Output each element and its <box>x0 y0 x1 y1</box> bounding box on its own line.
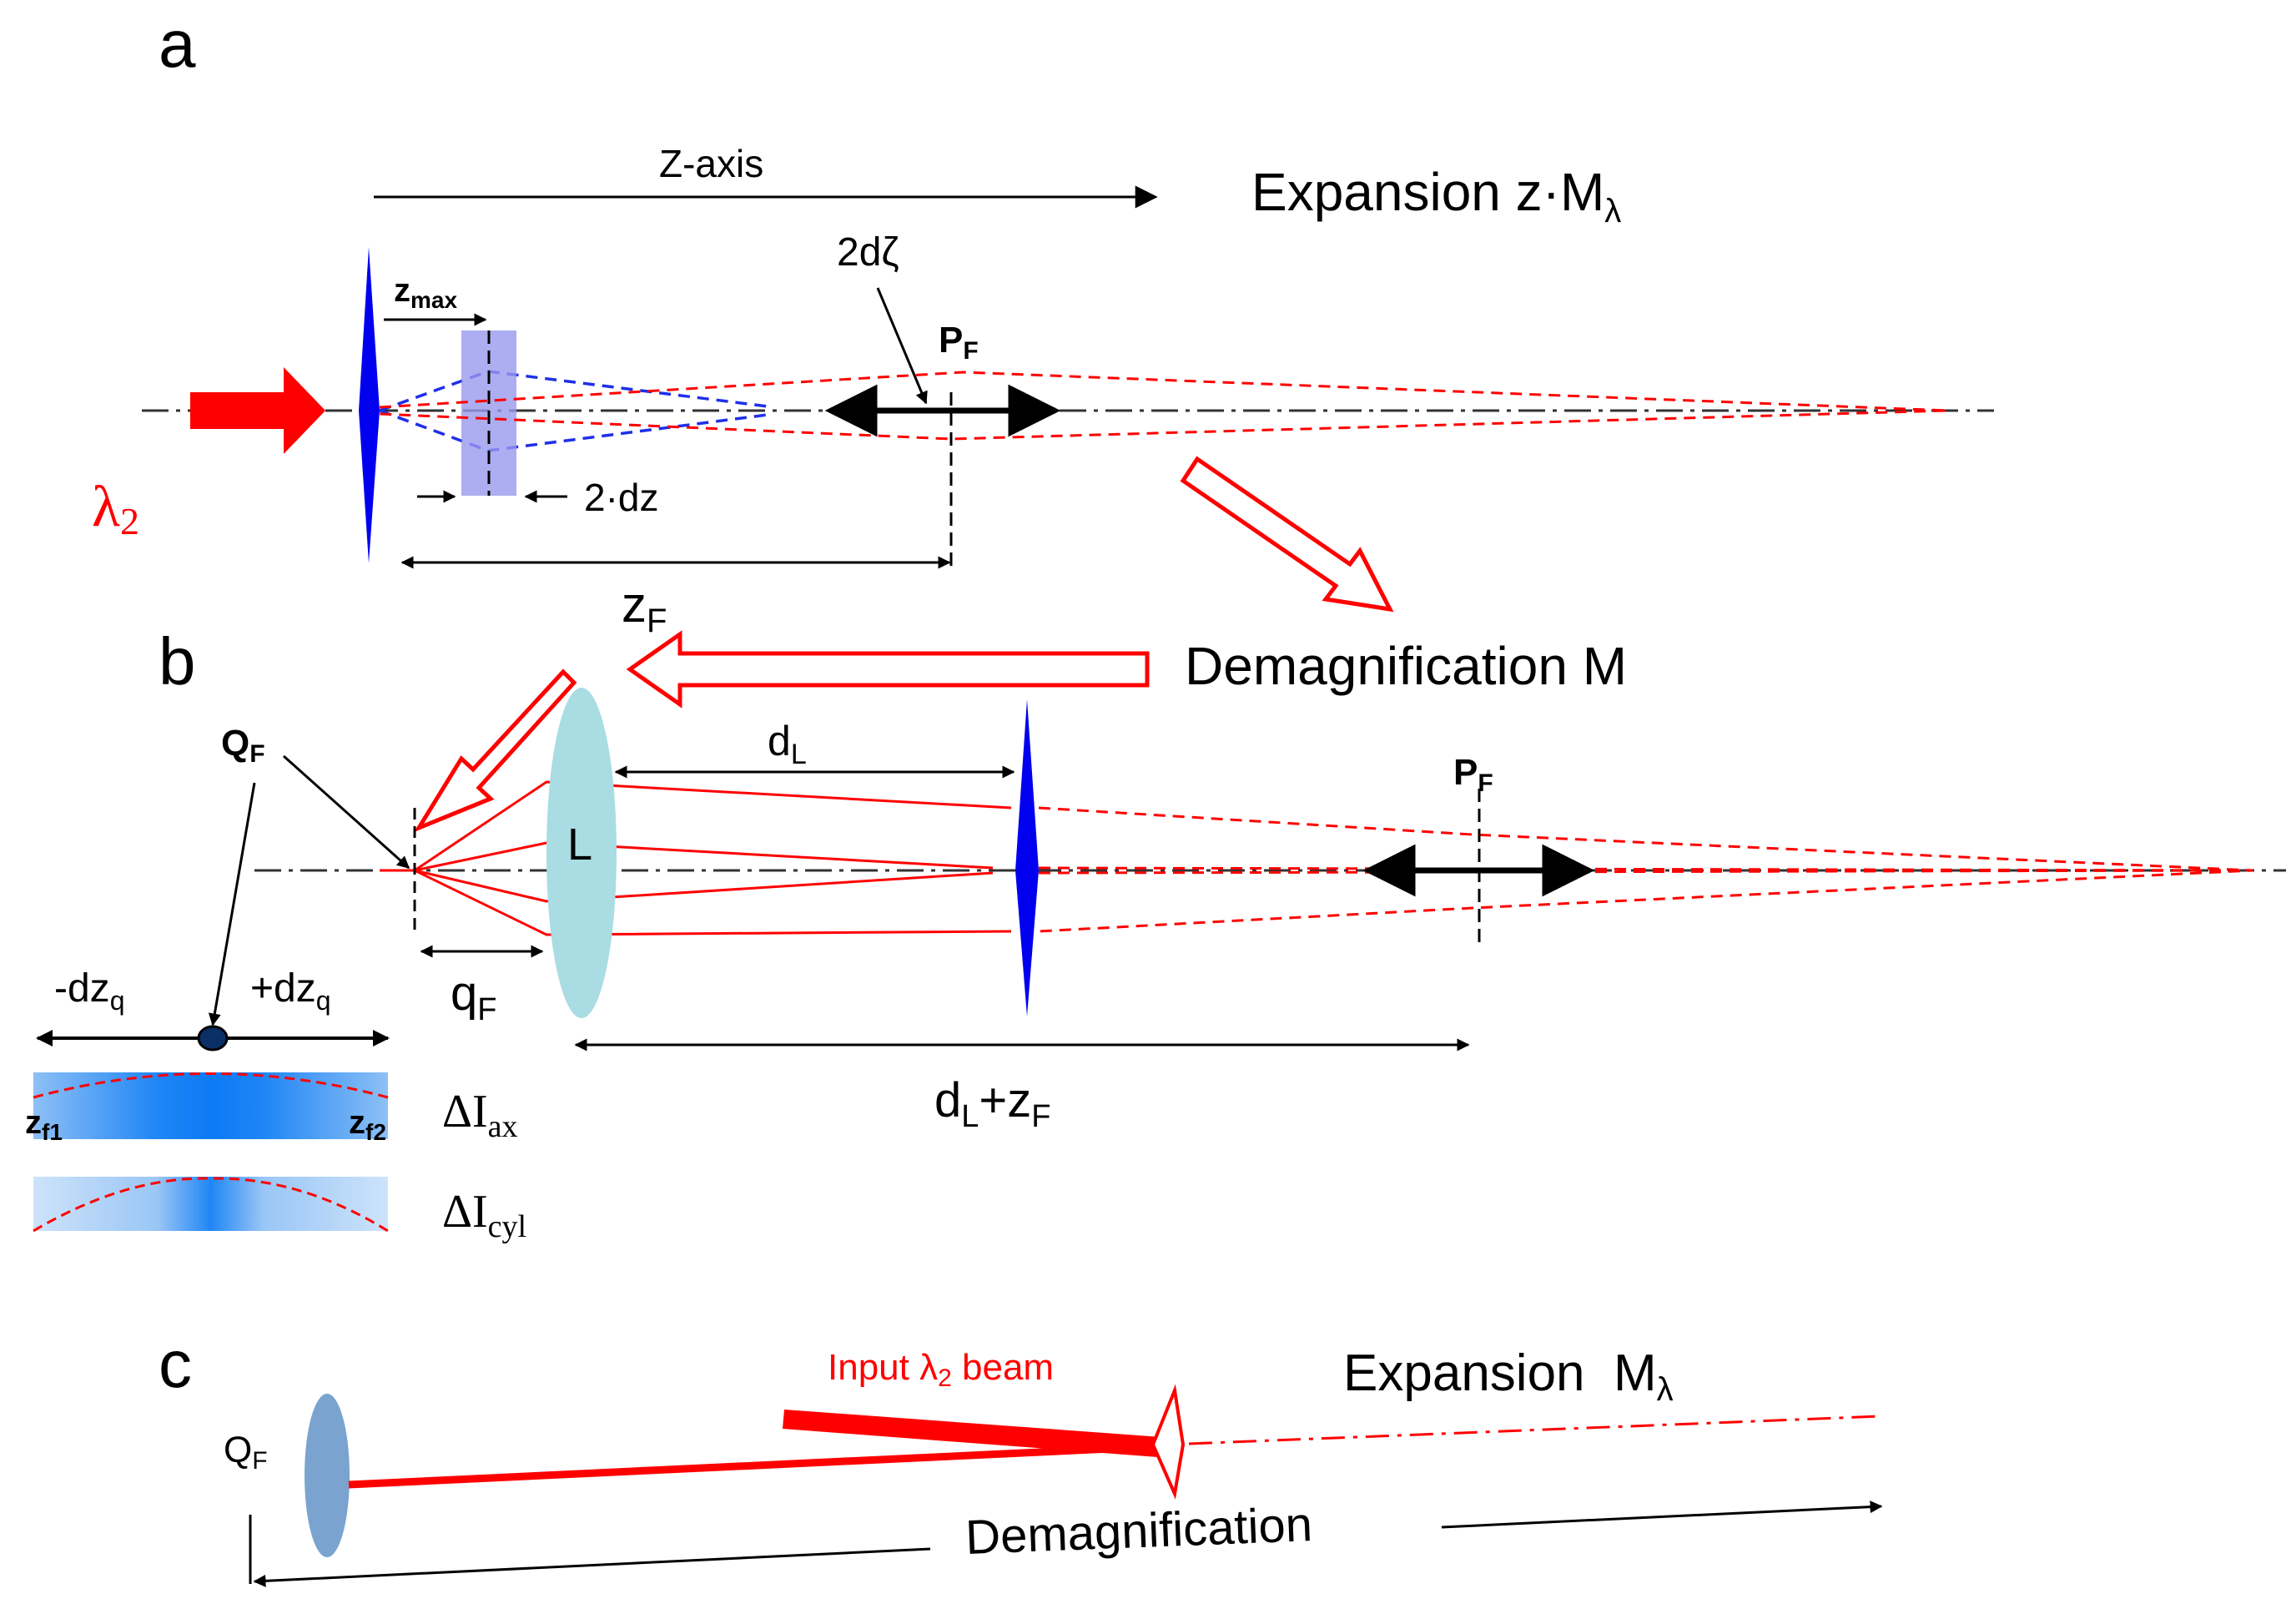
axicon-lens-a <box>359 247 380 563</box>
input-beam-wedge <box>783 1410 1161 1457</box>
demag-left-arrow <box>253 1547 931 1587</box>
lens-L-label: L <box>567 820 592 870</box>
axial-profile <box>33 1072 389 1099</box>
axicon-lens-b <box>1015 699 1039 1016</box>
demag-right-arrow <box>1441 1501 1883 1529</box>
qf-pointer <box>283 754 410 870</box>
expansion-axis-c <box>1188 1415 1882 1445</box>
zf-label-a: zF <box>622 577 667 639</box>
minus-dzq-label: -dzq <box>54 966 124 1016</box>
demag-label-c: Demagnification <box>964 1497 1313 1565</box>
red-expanded-cone-b <box>1038 806 2253 933</box>
delta-cyl-label: ΔIcyl <box>442 1186 526 1244</box>
panel-a: a Z-axis Expansion z·Mλ λ2 zmax 2·dz PF <box>92 7 1994 639</box>
lens-c <box>305 1394 350 1557</box>
pf-label-a: PF <box>939 320 979 365</box>
qf-inset-pointer <box>208 782 256 1026</box>
expansion-label: Expansion z·Mλ <box>1251 162 1621 229</box>
expansion-label-c: Expansion Mλ <box>1343 1344 1674 1408</box>
lens-L <box>546 688 617 1018</box>
axicon-lens-c <box>1151 1384 1186 1500</box>
panel-c-letter: c <box>159 1327 192 1401</box>
hollow-arrow-down <box>1180 456 1394 613</box>
qf-label-c: QF <box>224 1430 268 1475</box>
qf-label-b: QF <box>221 723 265 768</box>
two-dzeta-pointer <box>876 287 928 405</box>
delta-ax-label: ΔIax <box>442 1086 518 1144</box>
two-dz-label: 2·dz <box>584 476 658 519</box>
hollow-arrow-qf <box>413 668 577 833</box>
panel-b-letter: b <box>159 624 196 699</box>
dl-zf-label: dL+zF <box>934 1073 1051 1134</box>
intensity-bar-axial <box>33 1072 388 1139</box>
zf1-label: zf1 <box>25 1104 63 1145</box>
zf2-label: zf2 <box>349 1104 386 1145</box>
beam-c <box>348 1442 1165 1489</box>
hollow-arrow-left <box>626 630 1150 709</box>
focus-dot <box>197 1025 229 1052</box>
panel-c: c QF Input λ2 beam Expansion Mλ Demagnif… <box>159 1327 1883 1587</box>
qf-distance-label: qF <box>451 966 496 1027</box>
panel-b: b Demagnification M L QF qF dL <box>25 624 2286 1244</box>
input-beam-label: Input λ2 beam <box>828 1347 1054 1392</box>
input-beam-arrow <box>190 367 325 454</box>
demag-label-b: Demagnification M <box>1185 636 1627 696</box>
red-expanded-cone <box>379 371 1949 441</box>
pf-label-b: PF <box>1453 752 1493 797</box>
intensity-bar-cyl <box>33 1177 388 1231</box>
plus-dzq-label: +dzq <box>250 966 331 1016</box>
converging-rays <box>380 780 1012 936</box>
z-axis-label: Z-axis <box>659 142 763 185</box>
lambda-label: λ2 <box>92 475 139 542</box>
panel-a-letter: a <box>159 7 196 81</box>
two-dzeta-label: 2dζ <box>837 230 899 275</box>
dl-label: dL <box>768 718 807 770</box>
zmax-label: zmax <box>394 272 457 313</box>
